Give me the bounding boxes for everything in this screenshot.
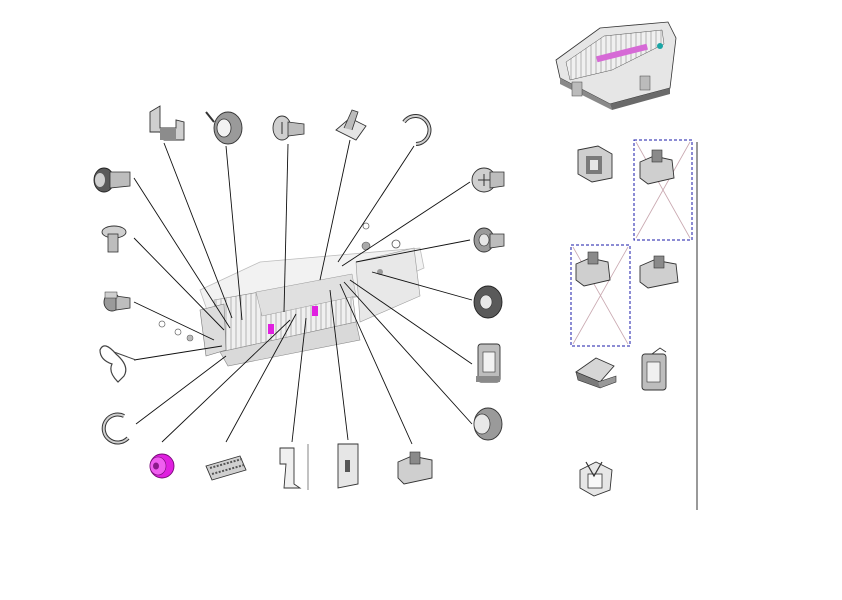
assembly-thumbnail	[555, 21, 677, 110]
plate-icon	[337, 443, 359, 489]
bushing-icon	[473, 407, 503, 441]
screw-icon	[473, 227, 505, 253]
spring-icon	[99, 345, 137, 383]
bracket-icon	[335, 109, 367, 141]
variant-3	[570, 244, 631, 347]
e-ring-icon	[402, 114, 432, 146]
variant-2	[633, 139, 693, 241]
screw-icon	[471, 167, 505, 193]
sensor-icon	[205, 455, 247, 481]
variant-4	[639, 255, 679, 289]
leader-lines	[133, 139, 473, 445]
variant-6	[641, 347, 667, 391]
variant-7	[579, 461, 613, 497]
pin-icon	[101, 225, 127, 253]
holder-icon	[397, 451, 433, 485]
variant-1	[577, 145, 613, 183]
bushing-icon	[205, 111, 243, 145]
clip-icon	[149, 105, 185, 141]
roller-icon	[149, 453, 175, 479]
e-ring-icon	[101, 412, 130, 445]
screw-icon	[93, 167, 131, 193]
bracket-icon	[476, 343, 501, 383]
screw-icon	[272, 115, 305, 141]
hook-icon	[279, 444, 309, 490]
variant-5	[575, 357, 617, 389]
screw-icon	[103, 291, 131, 312]
washer-icon	[473, 285, 503, 319]
fuser-assembly	[158, 222, 425, 367]
